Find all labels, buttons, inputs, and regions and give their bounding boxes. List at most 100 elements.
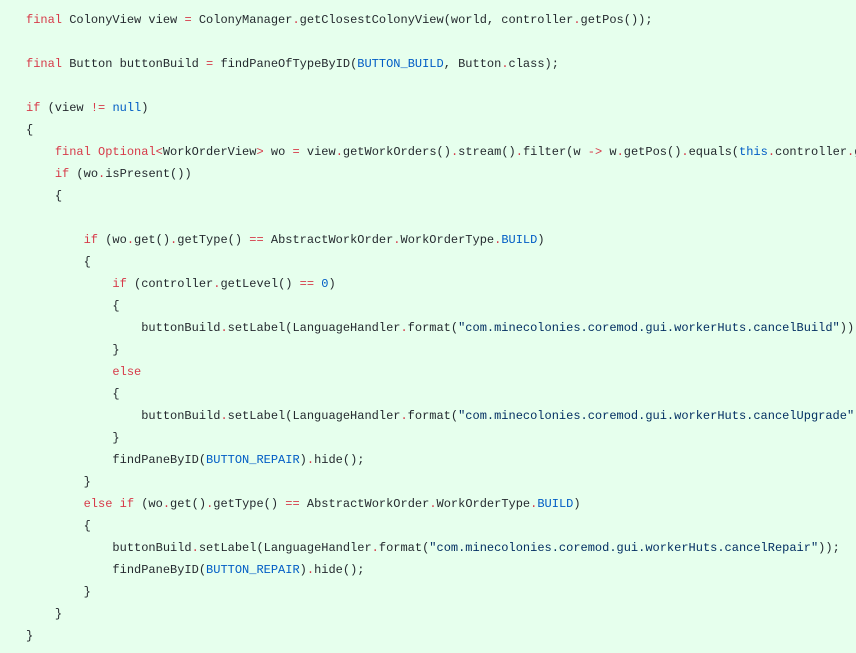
code-operator: = (292, 145, 300, 159)
code-text: } (112, 431, 120, 445)
code-line: else (26, 361, 856, 383)
code-text: wo (263, 145, 293, 159)
code-text (91, 145, 98, 159)
code-operator: . (515, 145, 523, 159)
code-text: getPos() (623, 145, 682, 159)
code-line: { (26, 515, 856, 537)
code-keyword: if (83, 233, 99, 247)
code-text: hide(); (314, 453, 365, 467)
code-line: { (26, 295, 856, 317)
code-text: AbstractWorkOrder (299, 497, 430, 511)
code-text: findPaneByID( (112, 453, 207, 467)
code-text: getClosestColonyView(world, controller (299, 13, 574, 27)
code-operator: . (616, 145, 624, 159)
code-operator: . (126, 233, 135, 247)
code-line: if (wo.get().getType() == AbstractWorkOr… (26, 229, 856, 251)
code-line: final ColonyView view = ColonyManager.ge… (26, 9, 856, 31)
code-text: filter(w (522, 145, 588, 159)
code-line: if (view != null) (26, 97, 856, 119)
code-text: isPresent()) (105, 167, 192, 181)
code-line: buttonBuild.setLabel(LanguageHandler.for… (26, 405, 856, 427)
code-operator: . (220, 321, 228, 335)
code-operator: . (501, 57, 509, 71)
code-text: )); (854, 409, 856, 423)
code-text: getWorkOrders() (342, 145, 451, 159)
code-constant: null (112, 101, 142, 115)
code-keyword: else (112, 365, 142, 379)
code-line: findPaneByID(BUTTON_REPAIR).hide(); (26, 449, 856, 471)
code-keyword: if (26, 101, 41, 115)
code-constant: 0 (321, 277, 329, 291)
code-text: } (83, 585, 91, 599)
code-text: ) (141, 101, 149, 115)
code-operator: . (573, 13, 581, 27)
code-operator: . (847, 145, 855, 159)
code-operator: . (400, 409, 408, 423)
code-text: w (602, 145, 617, 159)
code-text: getType() (177, 233, 250, 247)
code-line: if (controller.getLevel() == 0) (26, 273, 856, 295)
code-text: buttonBuild (112, 541, 192, 555)
code-text: { (26, 123, 34, 137)
code-text: get() (134, 233, 171, 247)
code-line: } (26, 581, 856, 603)
code-text: buttonBuild (141, 409, 221, 423)
code-string: "com.minecolonies.coremod.gui.workerHuts… (458, 409, 855, 423)
code-constant: BUTTON_REPAIR (206, 563, 300, 577)
code-keyword: final (54, 145, 91, 159)
code-operator: . (530, 497, 538, 511)
code-text: WorkOrderView (162, 145, 257, 159)
code-keyword: if (112, 277, 127, 291)
code-operator: . (98, 167, 106, 181)
code-operator: . (220, 409, 228, 423)
code-text: findPaneOfTypeByID( (213, 57, 358, 71)
code-constant: BUILD (501, 233, 538, 247)
code-operator: . (494, 233, 502, 247)
code-text: equals( (688, 145, 740, 159)
code-operator: = (206, 57, 214, 71)
code-line: if (wo.isPresent()) (26, 163, 856, 185)
code-operator: < (155, 145, 163, 159)
code-text: { (83, 519, 91, 533)
code-text: setLabel(LanguageHandler (227, 321, 401, 335)
code-text: ColonyView view (62, 13, 185, 27)
code-operator: . (206, 497, 214, 511)
code-text: (controller (126, 277, 214, 291)
code-text: class); (508, 57, 559, 71)
code-constant: BUILD (537, 497, 574, 511)
code-text: getType() (213, 497, 286, 511)
code-operator: > (256, 145, 264, 159)
code-text: buttonBuild (141, 321, 221, 335)
code-text: ColonyManager (191, 13, 293, 27)
code-keyword: if (54, 167, 70, 181)
code-text: } (26, 629, 34, 643)
code-operator: . (162, 497, 171, 511)
code-text: get() (170, 497, 207, 511)
code-text: findPaneByID( (112, 563, 207, 577)
code-line: buttonBuild.setLabel(LanguageHandler.for… (26, 317, 856, 339)
code-text: ) (299, 563, 307, 577)
code-text: format( (378, 541, 430, 555)
code-text: WorkOrderType (436, 497, 531, 511)
code-operator: . (335, 145, 343, 159)
code-line: else if (wo.get().getType() == AbstractW… (26, 493, 856, 515)
code-constant: BUTTON_REPAIR (206, 453, 300, 467)
code-text: ) (537, 233, 545, 247)
code-text: hide(); (314, 563, 365, 577)
code-operator: . (681, 145, 689, 159)
code-line: } (26, 339, 856, 361)
code-line: } (26, 625, 856, 647)
code-block: final ColonyView view = ColonyManager.ge… (26, 9, 856, 647)
code-string: "com.minecolonies.coremod.gui.workerHuts… (429, 541, 819, 555)
code-line: { (26, 119, 856, 141)
code-operator: = (184, 13, 192, 27)
code-line: findPaneByID(BUTTON_REPAIR).hide(); (26, 559, 856, 581)
code-text: { (112, 387, 120, 401)
code-line: buttonBuild.setLabel(LanguageHandler.for… (26, 537, 856, 559)
code-keyword: Optional (98, 145, 156, 159)
code-operator: . (292, 13, 300, 27)
code-line: { (26, 251, 856, 273)
code-text: view (299, 145, 336, 159)
code-text: )); (818, 541, 840, 555)
code-operator: . (767, 145, 776, 159)
